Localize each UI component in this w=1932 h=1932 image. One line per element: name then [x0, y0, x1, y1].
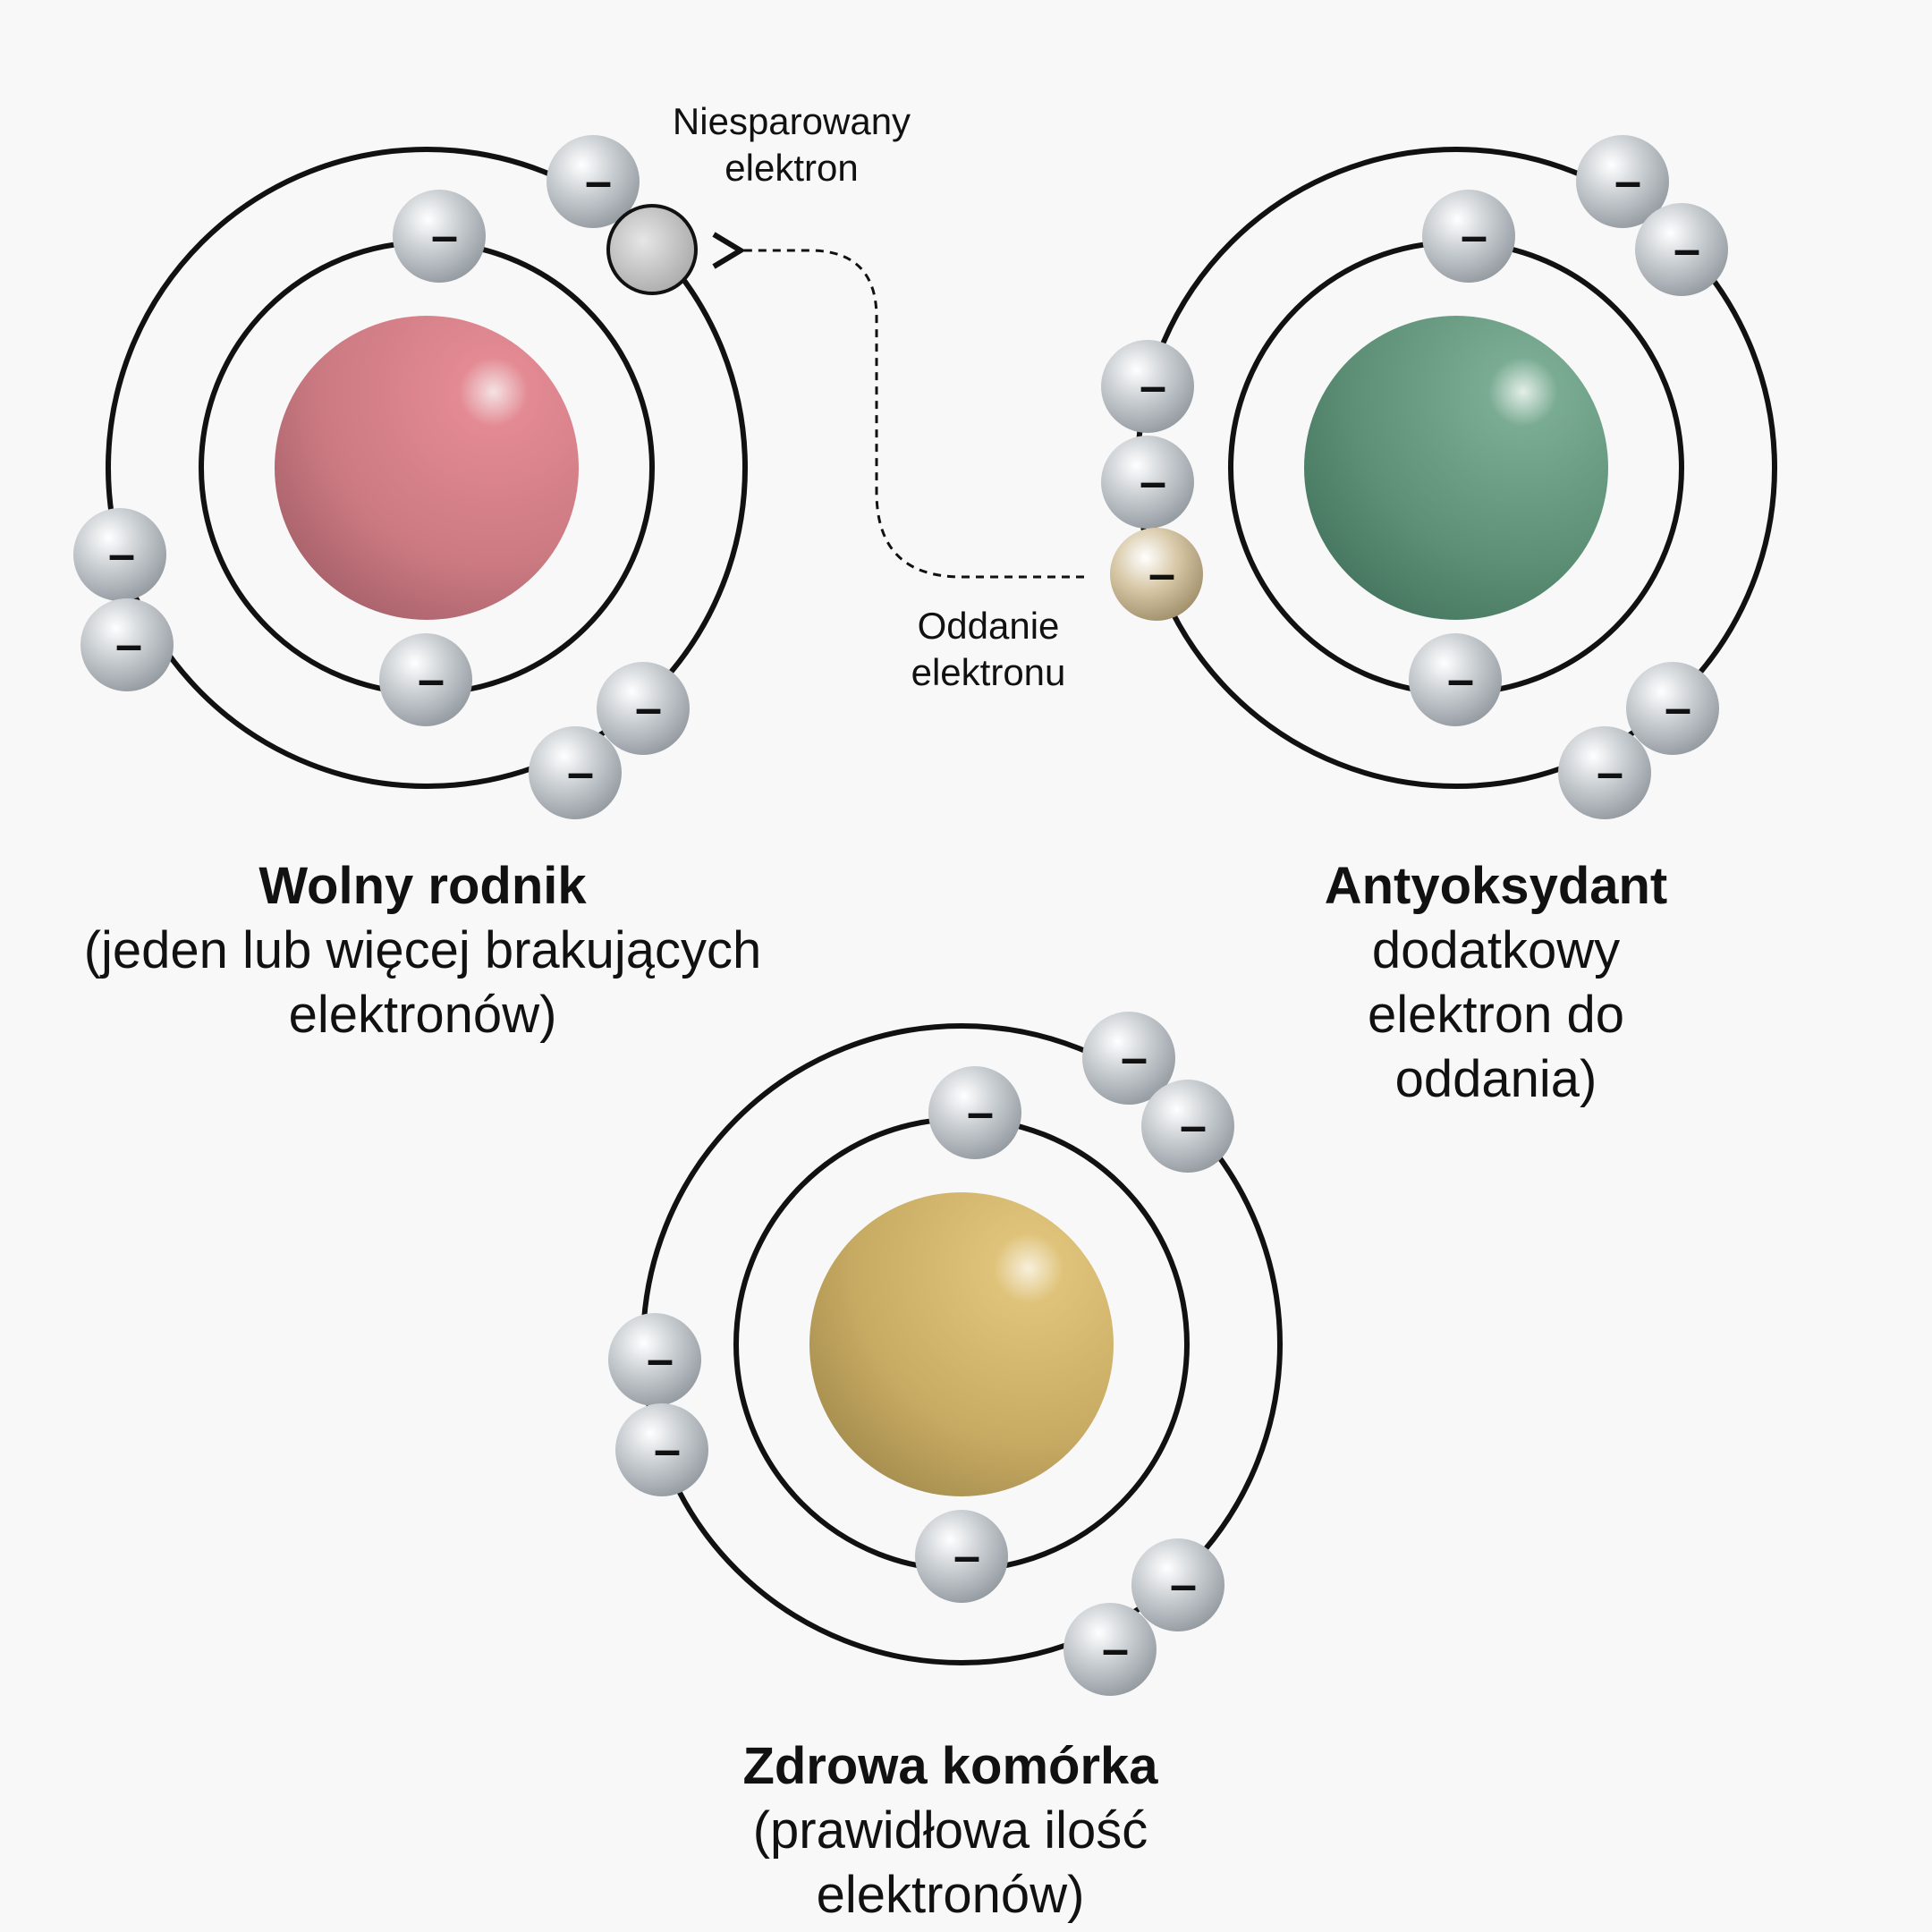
antioxidant-title: Antyoksydant	[1324, 857, 1668, 915]
unpaired-electron	[606, 204, 698, 295]
electron: –	[597, 662, 690, 755]
electron-donation-label: Oddanie elektronu	[911, 605, 1066, 693]
antioxidant-caption: Antyoksydant dodatkowy elektron do oddan…	[1243, 854, 1749, 1112]
nucleus	[275, 316, 579, 620]
svg-text:–: –	[1140, 455, 1166, 509]
unpaired-electron-label: Niesparowany elektron	[672, 100, 911, 189]
electron: –	[1131, 1538, 1224, 1631]
electron: –	[1101, 436, 1194, 529]
antioxidant-atom: – – – – – – – – –	[1101, 135, 1777, 819]
svg-text:–: –	[654, 1423, 681, 1477]
free-radical-atom: – – – – – – –	[73, 135, 748, 819]
svg-text:–: –	[967, 1086, 994, 1140]
electron: –	[1141, 1080, 1234, 1173]
healthy-cell-caption: Zdrowa komórka (prawidłowa ilość elektro…	[626, 1734, 1275, 1928]
electron: –	[1101, 340, 1194, 433]
svg-text:–: –	[647, 1333, 674, 1386]
electron: –	[608, 1313, 701, 1406]
electron: –	[1576, 135, 1669, 228]
nucleus	[1304, 316, 1608, 620]
electron: –	[547, 135, 640, 228]
svg-text:–: –	[1170, 1558, 1197, 1612]
donated-electron: –	[1110, 528, 1203, 621]
free-radical-caption: Wolny rodnik (jeden lub więcej brakujący…	[0, 854, 845, 1047]
outer-orbit	[106, 147, 748, 789]
svg-text:–: –	[585, 155, 612, 208]
svg-text:–: –	[1665, 682, 1691, 735]
electron: –	[615, 1403, 708, 1496]
electron: –	[1422, 190, 1515, 283]
svg-text:–: –	[1148, 547, 1175, 601]
nucleus	[809, 1192, 1114, 1496]
svg-text:–: –	[1121, 1031, 1148, 1085]
electron: –	[1082, 1012, 1175, 1105]
svg-text:–: –	[1674, 223, 1700, 276]
svg-text:–: –	[567, 746, 594, 800]
electron: –	[928, 1066, 1021, 1159]
svg-text:–: –	[1597, 746, 1623, 800]
free-radical-subtitle: (jeden lub więcej brakujących elektronów…	[83, 921, 762, 1044]
svg-text:–: –	[108, 528, 135, 581]
electron: –	[915, 1510, 1008, 1603]
free-radical-title: Wolny rodnik	[258, 857, 587, 915]
svg-text:–: –	[1461, 209, 1487, 263]
electron: –	[1409, 633, 1502, 726]
electron: –	[73, 508, 166, 601]
svg-text:–: –	[115, 618, 142, 672]
svg-text:–: –	[1447, 653, 1474, 707]
svg-text:–: –	[418, 653, 445, 707]
healthy-cell-title: Zdrowa komórka	[742, 1737, 1158, 1795]
electron: –	[529, 726, 622, 819]
svg-text:–: –	[1102, 1623, 1129, 1676]
svg-text:–: –	[635, 682, 662, 735]
svg-text:–: –	[953, 1530, 980, 1583]
antioxidant-subtitle: dodatkowy elektron do oddania)	[1368, 921, 1624, 1108]
electron: –	[1626, 662, 1719, 755]
electron: –	[1558, 726, 1651, 819]
electron: –	[1635, 203, 1728, 296]
electron-donation-arrow	[712, 232, 1084, 579]
svg-text:–: –	[1614, 155, 1641, 208]
svg-text:–: –	[1180, 1099, 1207, 1153]
svg-text:–: –	[431, 209, 458, 263]
healthy-cell-subtitle: (prawidłowa ilość elektronów)	[752, 1801, 1148, 1924]
electron: –	[379, 633, 472, 726]
electron: –	[1063, 1603, 1157, 1696]
healthy-cell-atom: – – – – – – – –	[608, 1012, 1283, 1696]
svg-text:–: –	[1140, 360, 1166, 413]
electron: –	[80, 598, 174, 691]
electron: –	[393, 190, 486, 283]
